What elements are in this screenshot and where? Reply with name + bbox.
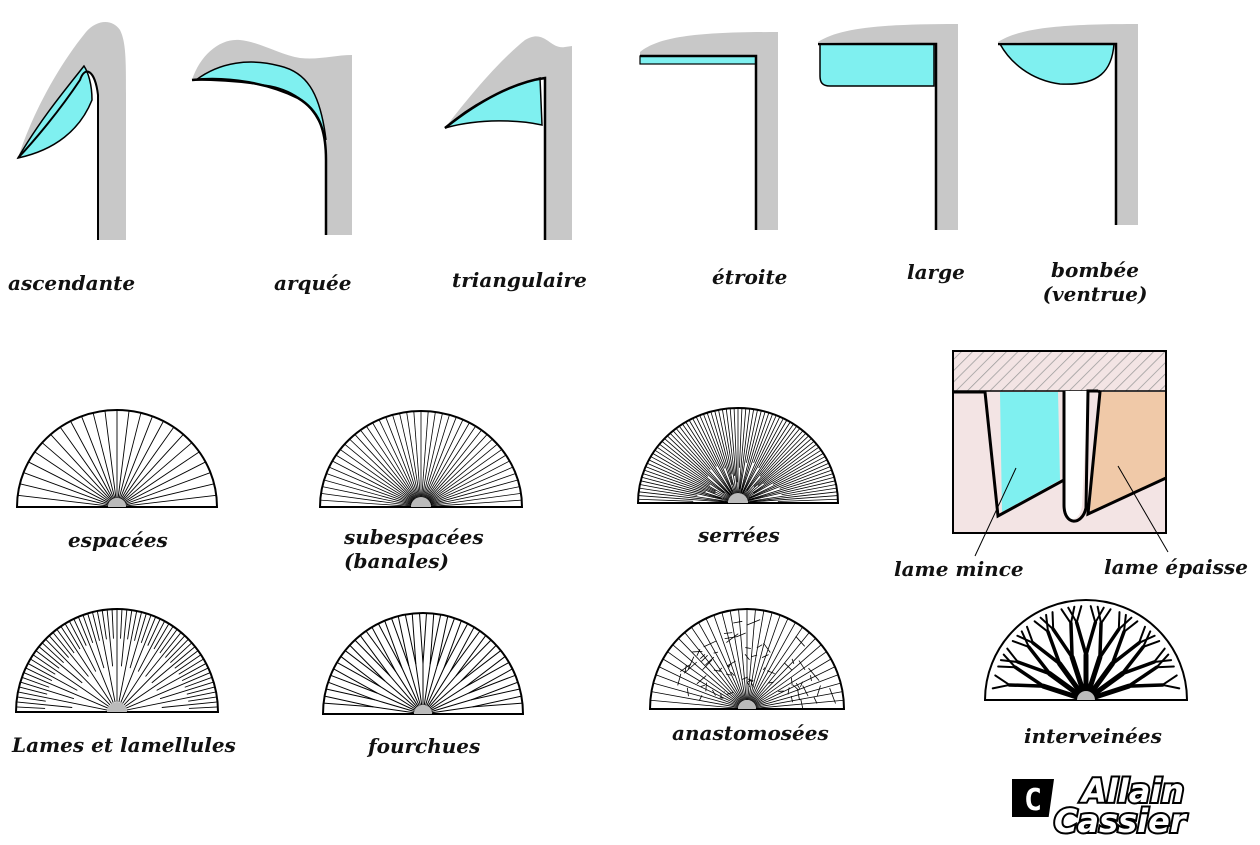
vein-branch	[1100, 623, 1101, 657]
vein-twig	[1119, 612, 1120, 629]
cross-vein	[721, 693, 722, 697]
label-subespacees: subespacées (banales)	[344, 525, 476, 573]
fan-subespacees	[320, 411, 522, 507]
label-lamellules: Lames et lamellules	[12, 733, 236, 757]
fan-interveinees	[985, 600, 1187, 700]
label-etroite: étroite	[712, 265, 787, 289]
label-lame-mince: lame mince	[894, 557, 1024, 581]
label-large: large	[907, 260, 965, 284]
attachment-etroite	[640, 32, 778, 230]
label-subespacees-line2: (banales)	[344, 549, 476, 573]
label-ascendante: ascendante	[8, 271, 135, 295]
label-triangulaire: triangulaire	[452, 268, 587, 292]
fan-lamellules	[16, 609, 218, 712]
vein-branch	[1009, 685, 1043, 686]
attachment-large	[818, 24, 958, 230]
fan-anastomosees	[650, 609, 844, 709]
attachment-bombee	[998, 24, 1138, 225]
fan-fourchues	[323, 613, 523, 714]
label-anastomosees: anastomosées	[672, 721, 829, 745]
label-fourchues: fourchues	[368, 734, 480, 758]
cap-hatched	[953, 351, 1166, 391]
label-bombee-line1: bombée	[1040, 258, 1150, 282]
label-bombee: bombée (ventrue)	[1040, 258, 1150, 306]
attachment-triangulaire	[445, 36, 572, 240]
label-bombee-line2: (ventrue)	[1040, 282, 1150, 306]
label-interveinees: interveinées	[1024, 724, 1162, 748]
vein-twig	[1157, 667, 1174, 668]
gill-bombee	[1000, 44, 1114, 84]
vein-twig	[1053, 612, 1054, 629]
label-lame-epaisse: lame épaisse	[1104, 555, 1248, 579]
fan-serrees	[638, 408, 838, 503]
gill-large	[820, 44, 934, 86]
gill-thickness-box	[953, 351, 1168, 556]
label-arquee: arquée	[274, 271, 351, 295]
label-espacees: espacées	[68, 528, 168, 552]
vein-branch	[1071, 623, 1072, 657]
vein-branch	[1129, 685, 1163, 686]
cross-vein	[692, 651, 702, 652]
logo-symbol: C	[1024, 783, 1042, 818]
attachment-ascendante	[18, 22, 126, 240]
fan-espacees	[17, 410, 217, 507]
label-serrees: serrées	[698, 523, 780, 547]
author-logo: C Allain Cassier	[1012, 772, 1240, 836]
vein-twig	[998, 667, 1015, 668]
attachment-arquee	[192, 40, 352, 235]
label-subespacees-line1: subespacées	[344, 525, 476, 549]
logo-line2: Cassier	[1054, 802, 1188, 836]
cap-flesh	[445, 36, 572, 240]
